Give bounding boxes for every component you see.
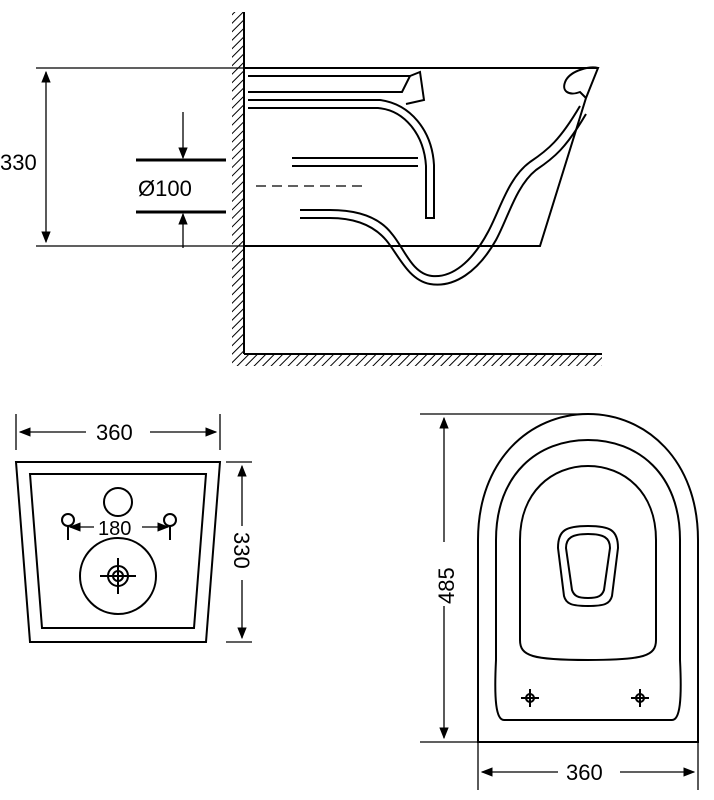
- top-drain-inner: [564, 532, 612, 600]
- pipe-outlet-marks: [136, 112, 366, 248]
- top-length-label: 485: [434, 567, 459, 604]
- top-drain: [556, 524, 620, 608]
- top-bowl-opening: [519, 464, 657, 662]
- floor: [232, 353, 602, 366]
- mounting-holes: [61, 513, 177, 540]
- back-height-dimension: [226, 461, 252, 643]
- back-width-dimension: [15, 414, 221, 450]
- back-width-label: 360: [96, 420, 133, 445]
- bowl-side-profile: [244, 66, 600, 286]
- side-height-dimension: [36, 67, 244, 247]
- inlet-hole: [103, 487, 133, 517]
- wall: [232, 12, 245, 354]
- top-width-dimension: [477, 742, 699, 790]
- back-view: 360 180 330: [14, 414, 254, 643]
- back-inner-outline: [28, 473, 208, 629]
- back-height-label: 330: [229, 532, 254, 569]
- side-height-label: 330: [0, 150, 37, 175]
- side-view: Ø100 330: [0, 12, 602, 366]
- top-rim-outline: [494, 438, 682, 721]
- top-outer-outline: [477, 412, 699, 743]
- top-view: 485 360: [420, 412, 699, 790]
- back-outline: [14, 461, 222, 643]
- top-width-label: 360: [566, 760, 603, 785]
- pipe-diameter-label: Ø100: [138, 176, 192, 201]
- top-length-dimension: [420, 413, 588, 743]
- outlet-circle: [79, 537, 157, 615]
- seat-bolt-holes: [521, 689, 649, 707]
- hole-spacing-label: 180: [98, 518, 131, 540]
